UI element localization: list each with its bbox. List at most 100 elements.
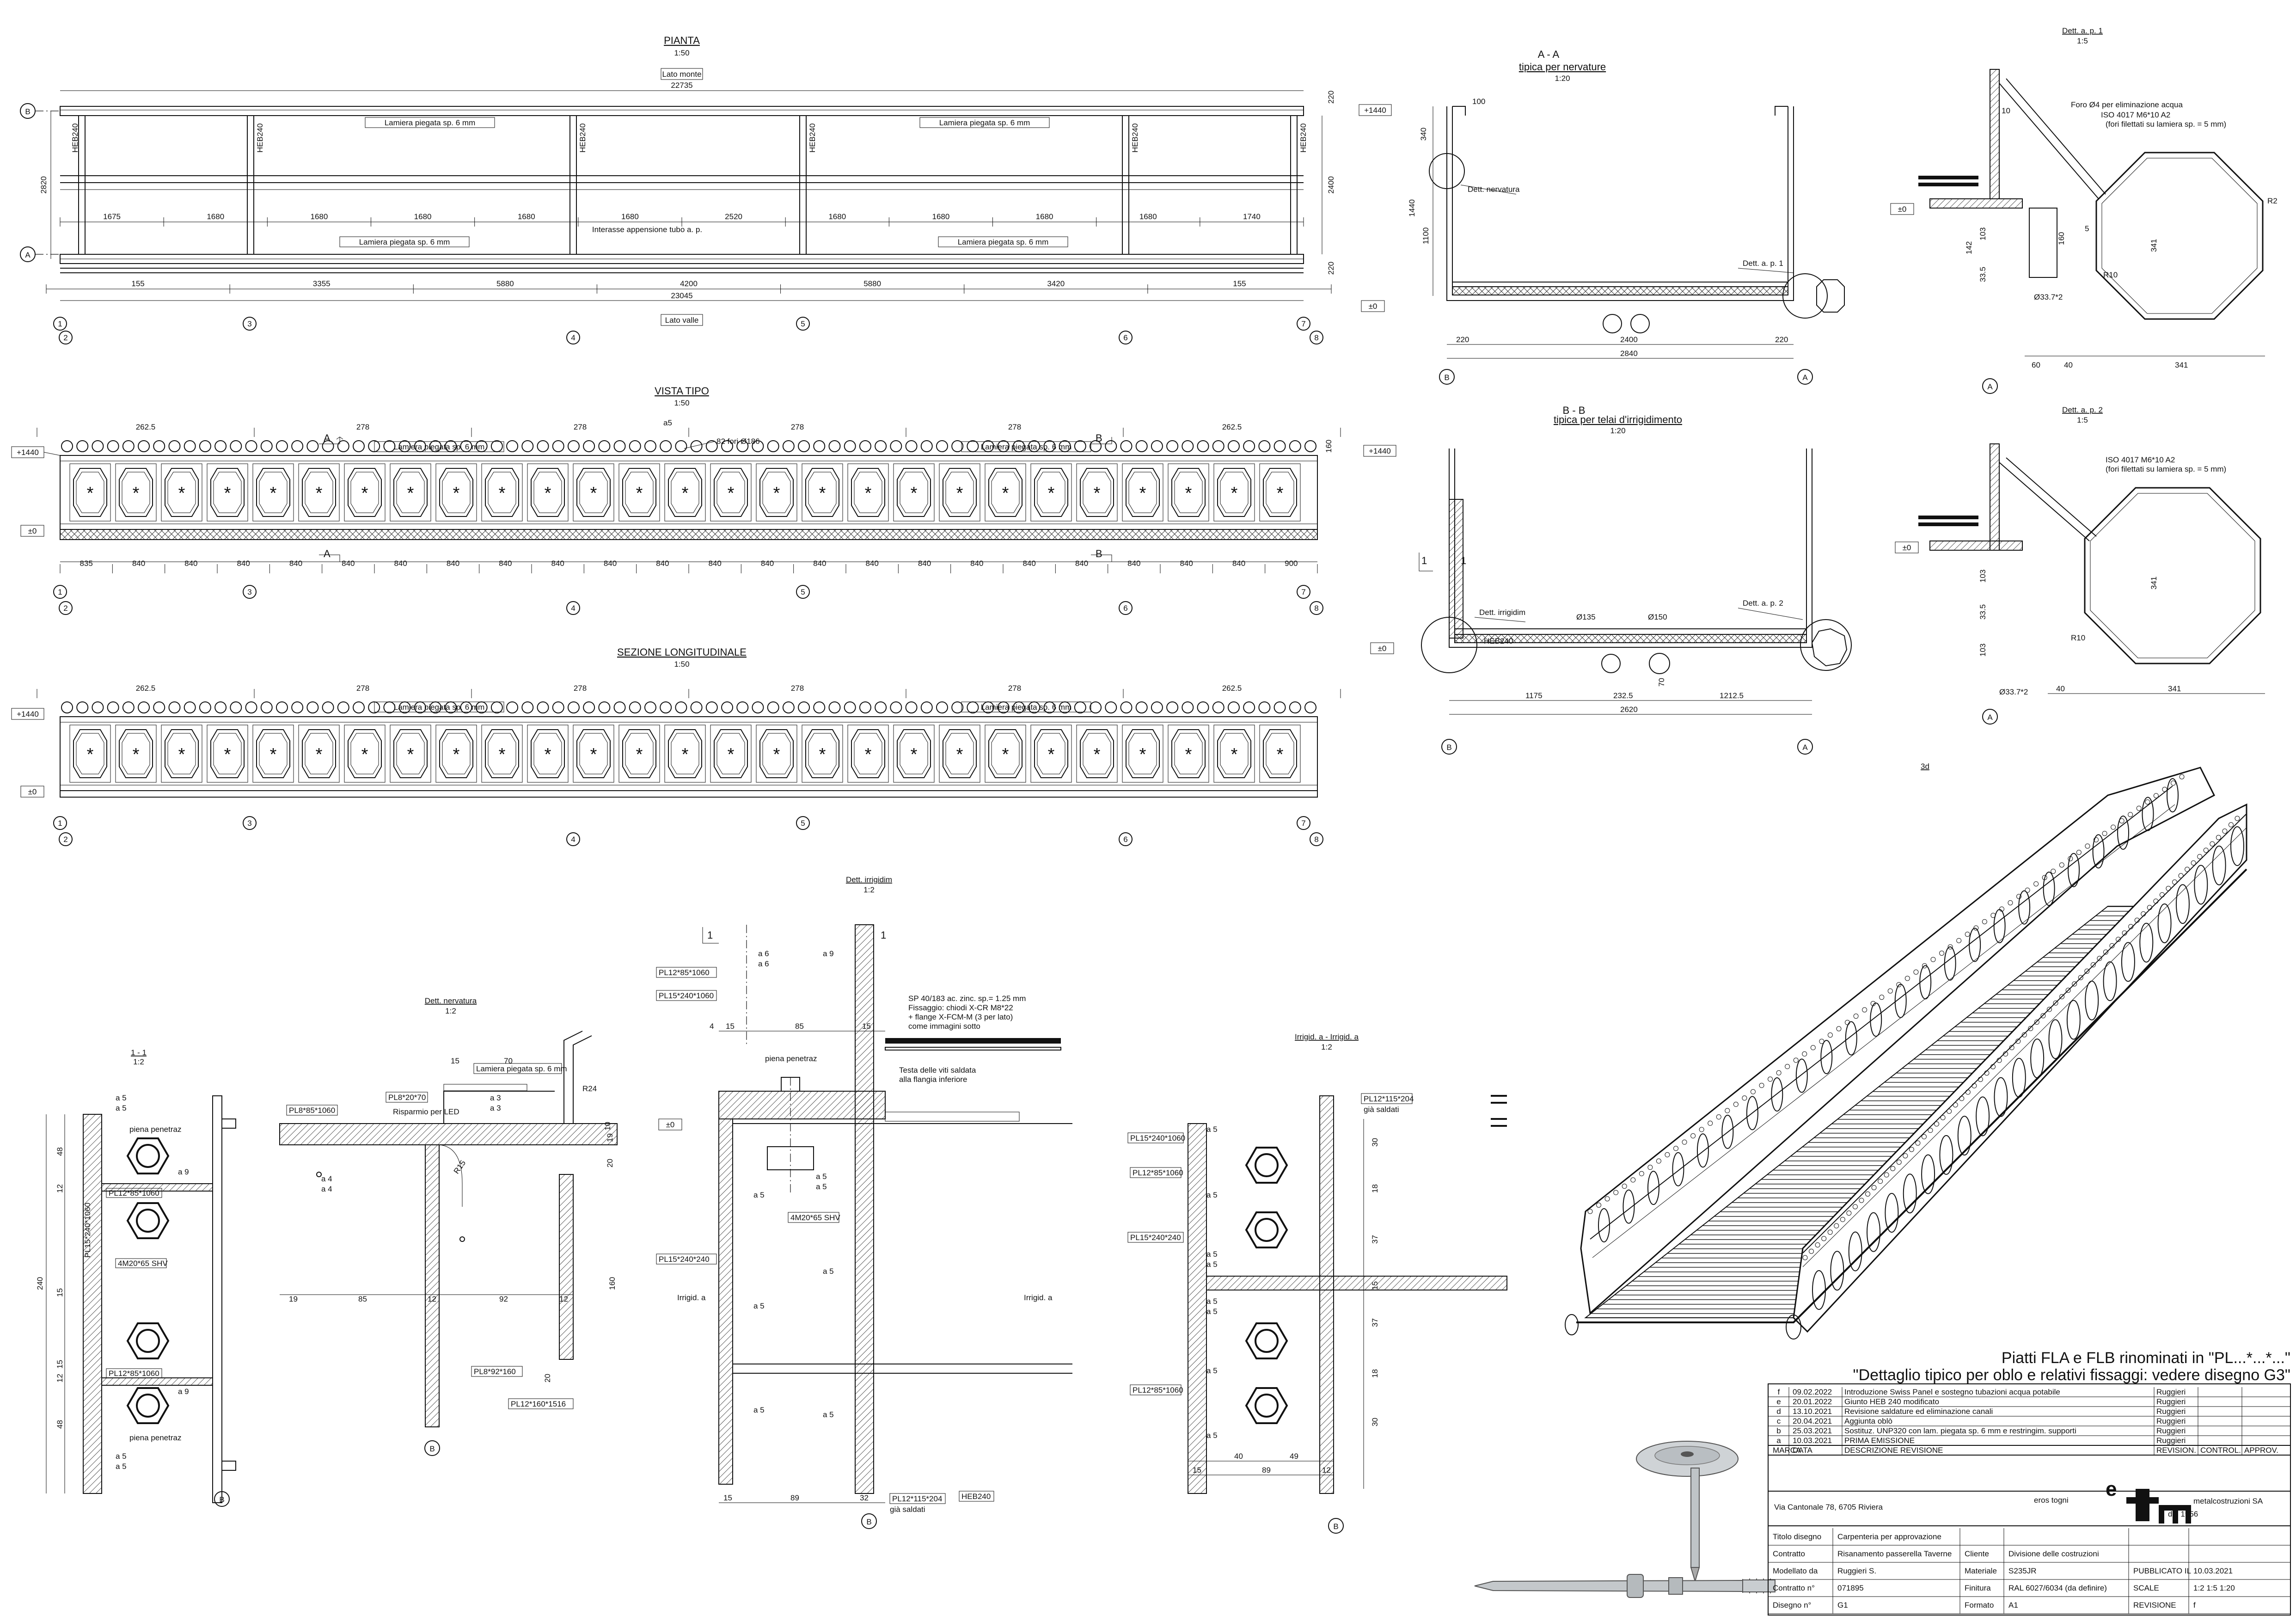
irr-label: come immagini sotto — [908, 1022, 980, 1031]
aa-dim: 2840 — [1620, 349, 1638, 358]
window-oblo: * — [69, 725, 111, 783]
hole — [245, 701, 257, 713]
hole — [1212, 701, 1225, 713]
hole-3d — [2122, 930, 2127, 936]
irr-dim: 4 — [710, 1022, 714, 1031]
axis-label: 5 — [801, 319, 805, 328]
hole-3d — [1913, 969, 1919, 975]
irra-axis: B — [1333, 1522, 1338, 1531]
axis-label: 3 — [247, 819, 251, 828]
irra-title: Irrigid. a - Irrigid. a — [1295, 1032, 1359, 1041]
irr-weld: a 5 — [753, 1191, 765, 1199]
vista-dim: 840 — [918, 559, 931, 568]
hole — [537, 440, 549, 452]
hole — [1289, 701, 1301, 713]
hole-3d — [1596, 1202, 1602, 1208]
hole — [1074, 440, 1086, 452]
hole — [490, 701, 503, 713]
ap1-title: Dett. a. p. 1 — [2062, 26, 2103, 35]
sec11-dim: 15 — [55, 1360, 64, 1369]
irra-weld: a 5 — [1206, 1250, 1218, 1259]
sezione-level-bottom: ±0 — [28, 787, 37, 796]
aa-subtitle: tipica per nervature — [1519, 61, 1606, 73]
ap2-dim: 33.5 — [1978, 604, 1987, 620]
hole-3d — [1656, 1158, 1661, 1164]
window-mark: * — [499, 745, 506, 764]
hole-3d — [1879, 995, 1885, 1000]
hole-3d — [1587, 1209, 1593, 1214]
irr-label: piena penetraz — [765, 1054, 817, 1063]
window-mark: * — [407, 484, 414, 503]
plan-beam-label: HEB240 — [1299, 123, 1308, 153]
irra-label: PL15*240*240 — [1130, 1233, 1181, 1242]
tb-key: PUBBLICATO IL — [2133, 1567, 2191, 1575]
irra-label: PL12*115*204 — [1364, 1094, 1414, 1103]
tb-value: S235JR — [2008, 1567, 2036, 1575]
bb-dim: 1212.5 — [1720, 691, 1744, 700]
vista-dim: 840 — [184, 559, 197, 568]
hole-3d — [1802, 1255, 1808, 1260]
window-oblo: * — [161, 463, 202, 522]
hole — [1258, 701, 1271, 713]
window-mark: * — [87, 745, 94, 764]
plan-row-b: B — [25, 107, 30, 116]
window-3d — [2043, 872, 2055, 906]
ap1-note: ISO 4017 M6*10 A2 — [2101, 111, 2170, 119]
window-oblo: * — [893, 463, 935, 522]
hole — [1120, 701, 1133, 713]
section-11: 1 - 1 1:2 piena penetraz PL12*85*1060 PL… — [36, 1048, 236, 1507]
window-3d — [2018, 890, 2031, 925]
plan-total-bottom: 23045 — [671, 291, 692, 300]
window-mark: * — [407, 745, 414, 764]
bb-pipe2: Ø150 — [1648, 613, 1667, 621]
window-3d — [2117, 815, 2130, 850]
window-mark: * — [1231, 484, 1238, 503]
hole — [890, 701, 902, 713]
window-oblo: * — [1030, 463, 1072, 522]
hole-3d — [2222, 829, 2228, 834]
hole-3d — [2235, 816, 2240, 821]
window-mark: * — [1277, 745, 1284, 764]
hole — [1289, 440, 1301, 452]
hole-3d — [2090, 962, 2096, 968]
window-mark: * — [87, 484, 94, 503]
rev-by: Ruggieri — [2156, 1407, 2186, 1416]
tb-key: SCALE — [2133, 1584, 2159, 1592]
plan-dim: 5880 — [496, 279, 514, 288]
hole-3d — [1819, 1038, 1825, 1044]
rev-by: Ruggieri — [2156, 1417, 2186, 1425]
vista-section-b: B — [1096, 548, 1102, 559]
hole — [705, 440, 718, 452]
hole-3d — [1809, 1248, 1814, 1254]
ap1-dim: 33.5 — [1978, 267, 1987, 282]
hole-3d — [2128, 812, 2133, 817]
hole-3d — [1990, 1064, 1996, 1069]
plan-side-dim: 220 — [1327, 91, 1335, 104]
hole — [782, 440, 795, 452]
sec11-scale: 1:2 — [133, 1057, 144, 1066]
view3d-windows — [1598, 778, 2179, 1242]
hole-3d — [2119, 818, 2125, 823]
irr-label: Irrigid. a — [677, 1293, 706, 1302]
window-oblo: * — [939, 725, 980, 783]
hole-3d — [1846, 1210, 1852, 1216]
window-oblo: * — [252, 463, 294, 522]
window-mark: * — [1002, 484, 1009, 503]
window-mark: * — [499, 484, 506, 503]
hole-3d — [1630, 1177, 1636, 1183]
hole — [322, 440, 334, 452]
hole-3d — [2051, 868, 2056, 874]
window-mark: * — [1094, 484, 1101, 503]
plan-lato-monte: Lato monte — [662, 70, 701, 79]
hole — [951, 440, 964, 452]
window-mark: * — [453, 484, 460, 503]
nerv-weld: a 4 — [321, 1174, 332, 1183]
tb-key: Disegno n° — [1773, 1601, 1811, 1610]
vista-section-a: A — [324, 432, 331, 444]
plan-interasse: Interasse appensione tubo a. p. — [592, 225, 702, 234]
hole-3d — [1821, 1236, 1827, 1241]
ap2-dim: 103 — [1978, 644, 1987, 657]
